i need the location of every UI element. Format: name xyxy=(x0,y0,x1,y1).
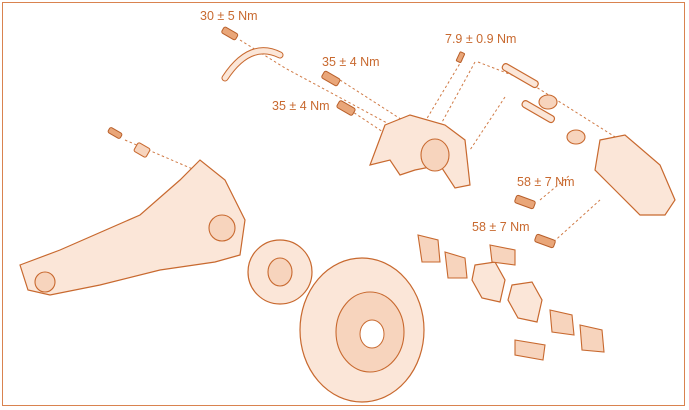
bolts xyxy=(107,26,556,249)
caliper-bracket xyxy=(594,134,676,216)
brake-disc xyxy=(299,257,425,403)
torque-label-bracket-bolt-lower: 58 ± 7 Nm xyxy=(472,220,530,234)
torque-label-caliper-bolt-upper: 35 ± 4 Nm xyxy=(322,55,380,69)
torque-label-bracket-bolt-upper: 58 ± 7 Nm xyxy=(517,175,575,189)
wheel-hub xyxy=(247,239,313,305)
brake-caliper xyxy=(369,114,471,189)
guide-pins xyxy=(501,63,586,145)
brake-pads xyxy=(417,234,605,361)
trailing-arm xyxy=(19,159,246,296)
torque-label-bleeder-screw: 7.9 ± 0.9 Nm xyxy=(445,32,517,46)
torque-label-caliper-bolt-lower: 35 ± 4 Nm xyxy=(272,99,330,113)
torque-label-brake-hose-bolt: 30 ± 5 Nm xyxy=(200,9,258,23)
diagram-frame xyxy=(2,2,685,406)
